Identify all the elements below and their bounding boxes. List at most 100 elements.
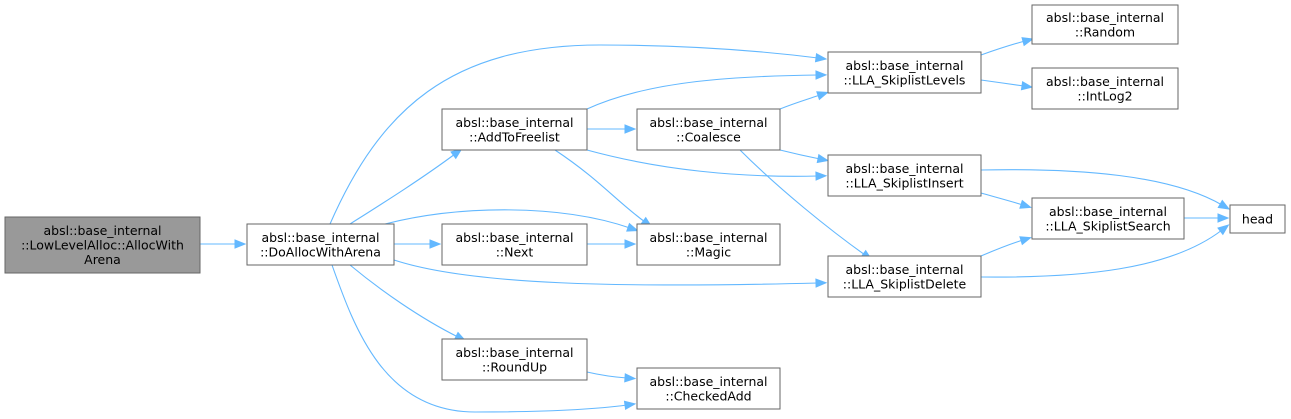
node-box <box>441 223 588 266</box>
node-label-line: Arena <box>84 252 121 267</box>
arrowhead-icon <box>429 239 442 249</box>
edge-line <box>586 371 628 379</box>
arrowhead-icon <box>814 52 828 63</box>
node-box <box>827 255 982 298</box>
edge-doallocwitharena-to-roundup <box>349 264 467 342</box>
node-next[interactable]: absl::base_internal::Next <box>441 223 588 266</box>
node-label-line: ::LLA_SkiplistInsert <box>845 175 963 190</box>
edge-line <box>586 149 819 177</box>
edge-doallocwitharena-to-skiplistdelete <box>393 259 828 288</box>
node-label-line: absl::base_internal <box>845 262 963 277</box>
edge-skiplistlevels-to-random <box>980 37 1035 56</box>
node-label-line: ::IntLog2 <box>1077 88 1132 103</box>
node-label-line: absl::base_internal <box>261 230 379 245</box>
node-box <box>1229 204 1286 234</box>
edge-line <box>980 40 1026 56</box>
node-label-line: absl::base_internal <box>649 374 767 389</box>
node-label-line: ::Magic <box>686 244 731 259</box>
arrowhead-icon <box>450 148 463 160</box>
node-label-line: ::LowLevelAlloc::AllocWith <box>21 238 184 253</box>
node-box <box>636 223 781 266</box>
node-skiplistsearch[interactable]: absl::base_internal::LLA_SkiplistSearch <box>1031 197 1185 240</box>
node-box <box>827 154 982 197</box>
node-random[interactable]: absl::base_internal::Random <box>1031 4 1179 45</box>
node-head[interactable]: head <box>1229 204 1286 234</box>
arrowhead-icon <box>1019 236 1032 246</box>
edge-skiplistsearch-to-head <box>1184 213 1230 223</box>
edge-line <box>980 79 1025 87</box>
node-label-line: ::LLA_SkiplistSearch <box>1045 218 1170 233</box>
edge-addtofreelist-to-coalesce <box>586 124 637 134</box>
edge-coalesce-to-skiplistinsert <box>779 149 830 164</box>
node-label-line: absl::base_internal <box>1049 204 1167 219</box>
node-label-line: ::RoundUp <box>482 359 547 374</box>
node-label-line: absl::base_internal <box>649 115 767 130</box>
edge-line <box>331 264 628 413</box>
node-roundup[interactable]: absl::base_internal::RoundUp <box>441 338 588 381</box>
node-box <box>246 223 395 266</box>
node-magic[interactable]: absl::base_internal::Magic <box>636 223 781 266</box>
node-label-line: absl::base_internal <box>845 58 963 73</box>
node-skiplistlevels[interactable]: absl::base_internal::LLA_SkiplistLevels <box>827 51 982 94</box>
edge-line <box>349 264 459 338</box>
arrowhead-icon <box>1217 224 1230 236</box>
arrowhead-icon <box>815 278 828 288</box>
edge-doallocwitharena-to-magic <box>384 209 639 232</box>
arrowhead-icon <box>624 239 637 249</box>
arrowhead-icon <box>1217 199 1231 210</box>
node-box <box>1031 4 1179 45</box>
edges-layer <box>200 37 1231 413</box>
node-addtofreelist[interactable]: absl::base_internal::AddToFreelist <box>441 108 588 151</box>
arrowhead-icon <box>626 222 639 232</box>
node-label-line: absl::base_internal <box>845 161 963 176</box>
edge-line <box>393 259 819 286</box>
edge-line <box>980 239 1024 257</box>
arrowhead-icon <box>1021 37 1035 47</box>
node-doallocwitharena[interactable]: absl::base_internal::DoAllocWithArena <box>246 223 395 266</box>
edge-line <box>779 94 821 110</box>
node-skiplistdelete[interactable]: absl::base_internal::LLA_SkiplistDelete <box>827 255 982 298</box>
node-intlog2[interactable]: absl::base_internal::IntLog2 <box>1031 67 1179 110</box>
node-label-line: ::AddToFreelist <box>469 129 560 144</box>
edge-addtofreelist-to-skiplistlevels <box>586 70 828 110</box>
node-box <box>636 367 781 410</box>
edge-line <box>980 229 1223 278</box>
arrowhead-icon <box>815 70 828 80</box>
arrowhead-icon <box>815 171 828 181</box>
node-label-line: ::Coalesce <box>676 129 741 144</box>
node-box <box>4 216 201 274</box>
node-label-line: absl::base_internal <box>43 223 161 238</box>
edge-skiplistlevels-to-intlog2 <box>980 79 1034 91</box>
node-allocwitharena: absl::base_internal::LowLevelAlloc::Allo… <box>4 216 201 274</box>
edge-next-to-magic <box>587 239 637 249</box>
edge-line <box>329 44 819 225</box>
edge-doallocwitharena-to-addtofreelist <box>349 148 463 225</box>
node-checkedadd[interactable]: absl::base_internal::CheckedAdd <box>636 367 781 410</box>
node-label-line: absl::base_internal <box>455 230 573 245</box>
arrowhead-icon <box>816 91 829 101</box>
edge-skiplistinsert-to-head <box>980 169 1231 210</box>
node-box <box>1031 197 1185 240</box>
arrowhead-icon <box>234 239 247 249</box>
node-label-line: absl::base_internal <box>455 345 573 360</box>
edge-doallocwitharena-to-skiplistlevels <box>329 44 828 225</box>
node-label-line: absl::base_internal <box>1046 74 1164 89</box>
node-label-line: ::Random <box>1075 24 1135 39</box>
arrowhead-icon <box>624 124 637 134</box>
edge-roundup-to-checkedadd <box>586 371 637 383</box>
arrowhead-icon <box>1019 199 1032 209</box>
node-box <box>636 108 781 151</box>
edge-line <box>779 149 821 160</box>
nodes-layer: absl::base_internal::LowLevelAlloc::Allo… <box>4 4 1286 410</box>
node-label-line: absl::base_internal <box>1046 10 1164 25</box>
edge-addtofreelist-to-skiplistinsert <box>586 149 828 181</box>
node-label-line: absl::base_internal <box>455 115 573 130</box>
edge-line <box>349 153 456 225</box>
edge-doallocwitharena-to-next <box>394 239 442 249</box>
node-label-line: absl::base_internal <box>649 230 767 245</box>
arrowhead-icon <box>1217 213 1230 223</box>
node-skiplistinsert[interactable]: absl::base_internal::LLA_SkiplistInsert <box>827 154 982 197</box>
node-coalesce[interactable]: absl::base_internal::Coalesce <box>636 108 781 151</box>
edge-skiplistinsert-to-skiplistsearch <box>980 192 1032 209</box>
